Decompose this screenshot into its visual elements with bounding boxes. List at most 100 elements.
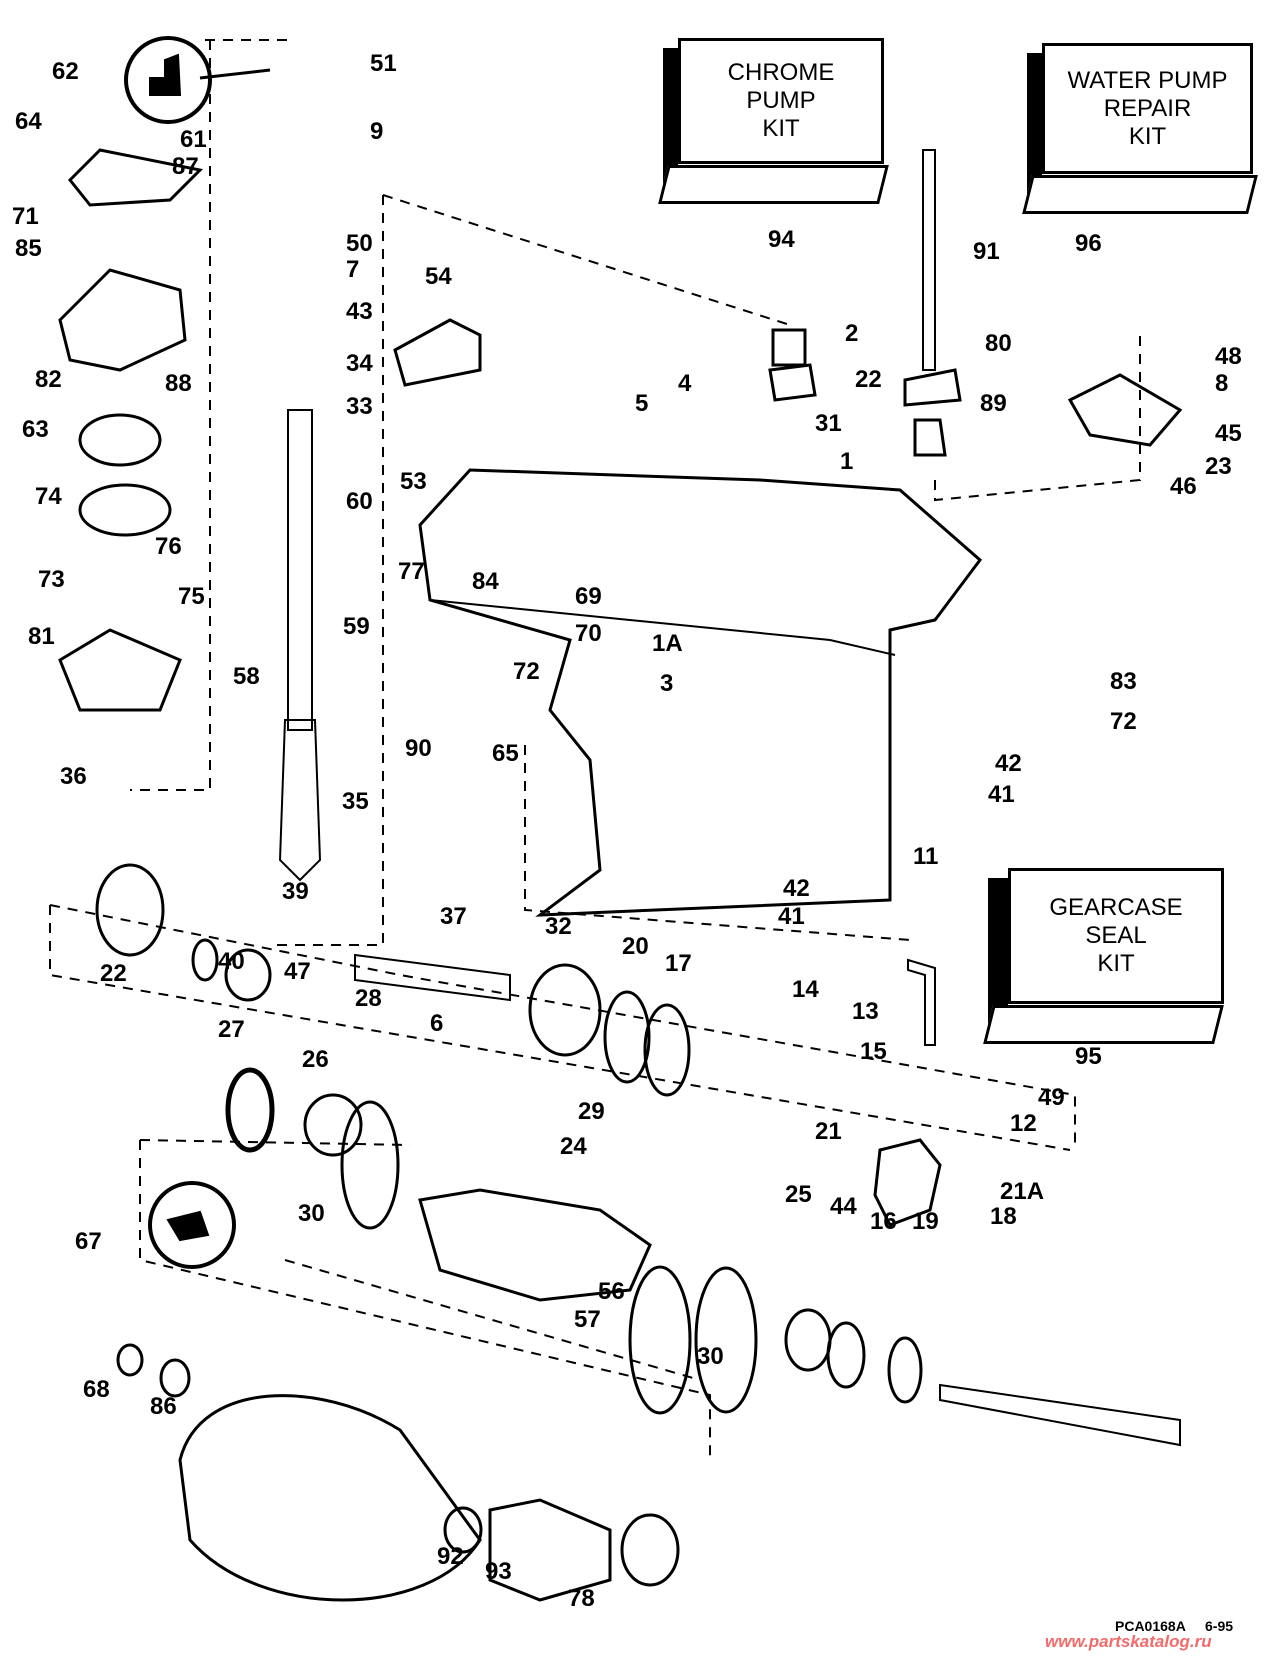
part-label-1: 1	[840, 448, 854, 475]
part-label-83: 83	[1110, 668, 1137, 695]
part-label-86: 86	[150, 1393, 177, 1420]
shift-rod	[922, 149, 936, 371]
o-ring	[628, 1265, 692, 1415]
part-label-87: 87	[172, 153, 199, 180]
part-label-18: 18	[990, 1203, 1017, 1230]
guide-line	[49, 904, 1076, 1145]
retainer-ring	[191, 938, 219, 982]
part-label-72a: 72	[513, 658, 540, 685]
kit-gearcase-seal-line1: GEARCASE	[1049, 894, 1183, 921]
washer	[887, 1336, 923, 1404]
bearing	[784, 1308, 832, 1372]
part-label-22b: 22	[855, 366, 882, 393]
part-label-60: 60	[346, 488, 373, 515]
part-label-54: 54	[425, 263, 452, 290]
kit-chrome-pump-line2: PUMP	[746, 87, 816, 114]
part-label-92: 92	[437, 1543, 464, 1570]
impeller	[78, 483, 172, 537]
part-label-70: 70	[575, 620, 602, 647]
pump-housing	[58, 268, 187, 372]
part-label-49: 49	[1038, 1084, 1065, 1111]
impeller-cup	[78, 413, 162, 467]
o-ring	[694, 1266, 758, 1414]
part-label-26: 26	[302, 1046, 329, 1073]
guide-line	[382, 194, 791, 326]
kit-water-pump-line3: KIT	[1128, 122, 1167, 150]
part-label-14: 14	[792, 976, 819, 1003]
part-label-34: 34	[346, 350, 373, 377]
part-label-53: 53	[400, 468, 427, 495]
part-label-33: 33	[346, 393, 373, 420]
reverse-gear	[528, 963, 602, 1057]
washer	[159, 1358, 191, 1398]
part-label-74: 74	[35, 483, 62, 510]
part-label-29: 29	[578, 1098, 605, 1125]
part-label-68: 68	[83, 1376, 110, 1403]
part-label-11: 11	[913, 843, 939, 870]
kit-water-pump-repair: WATER PUMP REPAIR KIT	[1022, 43, 1280, 214]
part-label-89: 89	[980, 390, 1007, 417]
part-label-71: 71	[12, 203, 39, 230]
drawing-date: 6-95	[1205, 1618, 1234, 1634]
drawing-code: PCA0168A	[1115, 1618, 1186, 1634]
washer	[826, 1321, 866, 1389]
part-label-1A: 1A	[652, 630, 683, 657]
part-label-45: 45	[1215, 420, 1242, 447]
part-label-6: 6	[430, 1010, 444, 1037]
part-label-28: 28	[355, 985, 382, 1012]
kit-gearcase-seal: GEARCASE SEAL KIT	[983, 868, 1228, 1044]
seal	[225, 1067, 275, 1153]
seal-icon	[166, 1210, 210, 1242]
part-label-8: 8	[1215, 370, 1229, 397]
part-label-88: 88	[165, 370, 192, 397]
part-label-23: 23	[1205, 453, 1232, 480]
part-label-50: 50	[346, 230, 373, 257]
part-label-72b: 72	[1110, 708, 1137, 735]
part-label-32: 32	[545, 913, 572, 940]
part-label-9: 9	[370, 118, 384, 145]
impeller-plate	[58, 628, 182, 712]
part-label-76: 76	[155, 533, 182, 560]
water-pump-icon-circle	[124, 36, 212, 124]
part-label-77: 77	[398, 558, 425, 585]
guide-line	[139, 1140, 711, 1460]
part-label-80: 80	[985, 330, 1012, 357]
grommet	[913, 418, 947, 457]
part-label-31: 31	[815, 410, 842, 437]
part-label-27: 27	[218, 1016, 245, 1043]
part-label-91: 91	[973, 238, 1000, 265]
kit-ref-96: 96	[1075, 230, 1102, 257]
part-label-56: 56	[598, 1278, 625, 1305]
kit-ref-95: 95	[1075, 1043, 1102, 1070]
thrust-washer	[603, 990, 651, 1084]
part-label-78: 78	[568, 1585, 595, 1612]
kit-ref-94: 94	[768, 226, 795, 253]
propeller	[178, 1394, 482, 1602]
part-label-15: 15	[860, 1038, 887, 1065]
nut	[116, 1343, 144, 1377]
clutch-dog	[224, 948, 272, 1002]
part-label-24: 24	[560, 1133, 587, 1160]
part-label-51: 51	[370, 50, 397, 77]
water-pump-icon	[149, 53, 182, 96]
part-label-65: 65	[492, 740, 519, 767]
thrust-bearing	[643, 1003, 691, 1097]
part-label-43: 43	[346, 298, 373, 325]
part-label-17: 17	[665, 950, 692, 977]
part-label-4: 4	[678, 370, 692, 397]
guide-line	[284, 1259, 701, 1381]
kit-chrome-pump-line3: KIT	[762, 115, 800, 142]
seal-icon-circle	[148, 1181, 236, 1269]
guide-line	[524, 745, 911, 941]
part-label-84: 84	[472, 568, 499, 595]
part-label-46: 46	[1170, 473, 1197, 500]
part-label-85: 85	[15, 235, 42, 262]
part-label-47: 47	[284, 958, 311, 985]
part-label-67: 67	[75, 1228, 102, 1255]
guide-line	[139, 1139, 411, 1146]
spacer	[443, 1506, 483, 1554]
part-label-37: 37	[440, 903, 467, 930]
propeller-hub	[488, 1498, 612, 1602]
